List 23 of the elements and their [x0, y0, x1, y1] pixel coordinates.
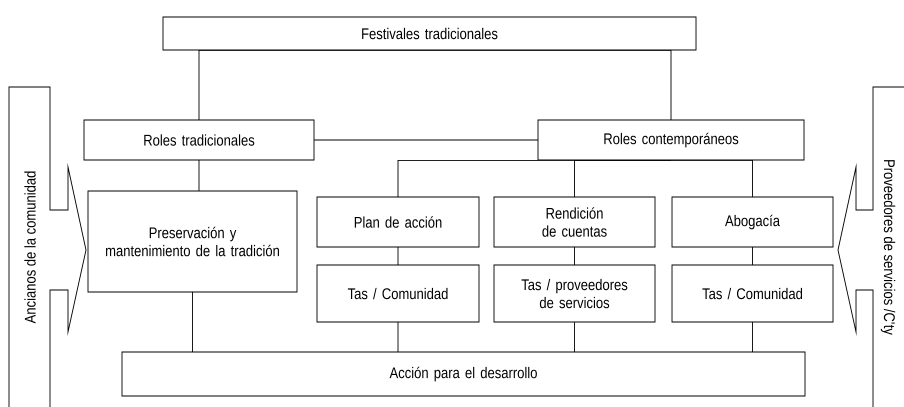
- connector-line: [198, 160, 200, 191]
- connector-line: [670, 160, 753, 197]
- process-box: Tas / Comunidad: [672, 264, 834, 322]
- process-box: Acción para el desarrollo: [122, 352, 806, 396]
- process-box: Rendición de cuentas: [494, 196, 656, 248]
- process-box: Roles contemporáneos: [538, 120, 804, 160]
- process-box: Abogacía: [672, 196, 834, 248]
- connector-line: [752, 247, 753, 265]
- bracket-arrow-label: Ancianos de la comunidad: [8, 86, 86, 407]
- process-box: Roles tradicionales: [84, 120, 314, 160]
- connector-line: [574, 160, 672, 197]
- bracket-arrow-label: Proveedores de servicios /C'ty: [838, 86, 904, 407]
- connector-line: [192, 292, 193, 352]
- process-box: Tas / Comunidad: [316, 264, 480, 322]
- process-box: Plan de acción: [316, 196, 480, 248]
- process-box: Preservación y mantenimiento de la tradición: [88, 190, 298, 292]
- connector-line: [429, 50, 672, 120]
- process-box: Tas / proveedores de servicios: [494, 264, 656, 322]
- process-box: Festivales tradicionales: [162, 16, 696, 50]
- connector-line: [574, 247, 575, 265]
- connector-line: [752, 322, 753, 352]
- connector-line: [198, 50, 430, 120]
- connector-line: [574, 322, 575, 352]
